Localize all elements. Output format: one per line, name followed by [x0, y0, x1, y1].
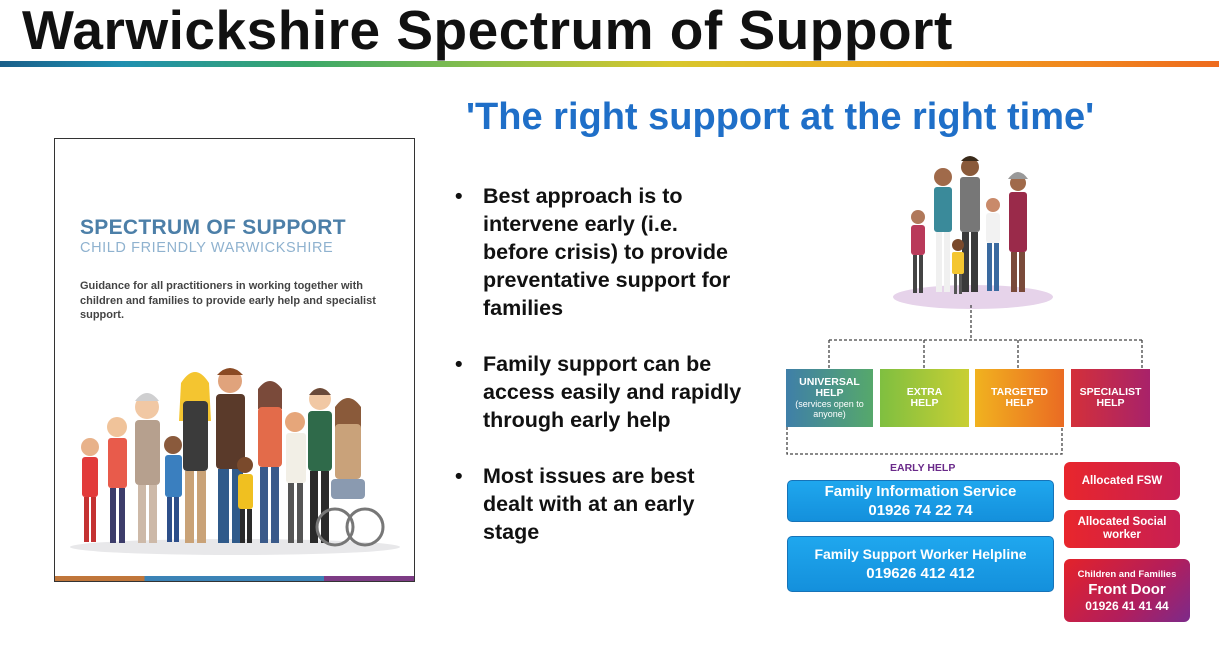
front-door-line1: Children and Families — [1077, 569, 1177, 580]
allocated-social-worker-label: Allocated Social worker — [1077, 516, 1167, 541]
family-information-service-box: Family Information Service 01926 74 22 7… — [787, 480, 1054, 522]
fsw-helpline-name: Family Support Worker Helpline — [814, 546, 1027, 562]
bullet-point: Most issues are best dealt with at an ea… — [455, 462, 745, 546]
family-group-illustration — [70, 368, 400, 555]
document-heading: SPECTRUM OF SUPPORT — [80, 216, 346, 239]
allocated-fsw-label: Allocated FSW — [1081, 474, 1163, 487]
early-help-label: EARLY HELP — [890, 462, 956, 474]
fsw-helpline-phone: 019626 412 412 — [866, 565, 975, 582]
specialist-help-label: SPECIALIST HELP — [1079, 386, 1142, 409]
page-title: Warwickshire Spectrum of Support — [22, 0, 953, 61]
document-colour-bar — [55, 576, 414, 581]
fis-phone: 01926 74 22 74 — [868, 502, 973, 519]
front-door-line2: Front Door — [1088, 581, 1166, 598]
document-subheading: CHILD FRIENDLY WARWICKSHIRE — [80, 240, 334, 256]
bullet-point: Family support can be access easily and … — [455, 350, 745, 434]
universal-help-label: UNIVERSAL HELP — [799, 376, 860, 399]
guidance-document-cover: SPECTRUM OF SUPPORT CHILD FRIENDLY WARWI… — [54, 138, 415, 582]
front-door-box: Children and Families Front Door 01926 4… — [1064, 559, 1190, 622]
bullet-point: Best approach is to intervene early (i.e… — [455, 182, 745, 322]
fsw-helpline-box: Family Support Worker Helpline 019626 41… — [787, 536, 1054, 592]
extra-help-box: EXTRA HELP — [880, 369, 969, 427]
allocated-social-worker-box: Allocated Social worker — [1064, 510, 1180, 548]
front-door-phone: 01926 41 41 44 — [1085, 599, 1169, 613]
document-description: Guidance for all practitioners in workin… — [80, 280, 376, 321]
fis-name: Family Information Service — [824, 483, 1017, 500]
allocated-fsw-box: Allocated FSW — [1064, 462, 1180, 500]
universal-help-note: (services open to anyone) — [795, 399, 864, 419]
targeted-help-box: TARGETED HELP — [975, 369, 1064, 427]
extra-help-label: EXTRA HELP — [906, 386, 943, 409]
rainbow-divider — [0, 61, 1219, 67]
universal-help-box: UNIVERSAL HELP (services open to anyone) — [786, 369, 873, 427]
key-points-list: Best approach is to intervene early (i.e… — [455, 182, 745, 574]
family-illustration — [893, 156, 1053, 309]
specialist-help-box: SPECIALIST HELP — [1071, 369, 1150, 427]
targeted-help-label: TARGETED HELP — [991, 386, 1048, 409]
tagline: 'The right support at the right time' — [466, 96, 1095, 138]
